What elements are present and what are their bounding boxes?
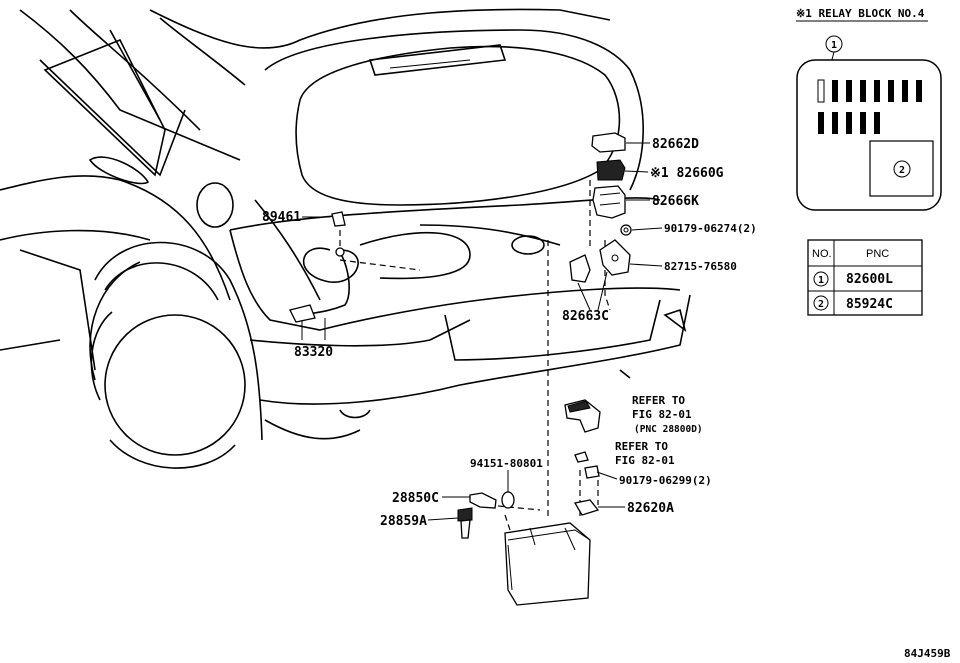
label-refer2-line1: REFER TO <box>615 440 668 453</box>
relay-block-82666k-shape <box>592 185 626 219</box>
bracket-82663c-shape <box>569 254 591 283</box>
pnc-header-no: NO. <box>812 248 832 260</box>
label-82666k: 82666K <box>652 194 699 209</box>
connector-82662d-shape <box>591 132 626 153</box>
label-82660g: ※1 82660G <box>650 166 724 181</box>
relay-slots-row2 <box>818 112 880 134</box>
leader-dashes <box>339 180 611 531</box>
bracket-82620a-shape <box>573 499 600 516</box>
leader-lines <box>301 142 663 521</box>
figure-id: 84J459B <box>904 647 951 660</box>
label-refer2-line2: FIG 82-01 <box>615 454 675 467</box>
label-83320: 83320 <box>294 345 333 360</box>
label-90179-06299: 90179-06299(2) <box>619 474 712 487</box>
pnc-row2-no: 2 <box>818 299 824 310</box>
label-82620a: 82620A <box>627 501 674 516</box>
label-89461: 89461 <box>262 210 301 225</box>
vehicle-body-outline <box>0 8 691 469</box>
relay-block-inset: ※1 RELAY BLOCK NO.4 1 2 <box>796 7 942 211</box>
pnc-row1-pnc: 82600L <box>846 272 893 287</box>
part-shapes <box>289 132 632 606</box>
pnc-row1-no: 1 <box>818 275 824 286</box>
label-28859a: 28859A <box>380 514 427 529</box>
fuse-28859a-shape <box>457 507 473 522</box>
sensor-89461-shape <box>331 211 346 227</box>
sender-83320-shape <box>289 304 316 323</box>
callout-2-circle <box>893 160 911 178</box>
pnc-header-pnc: PNC <box>866 248 889 260</box>
label-82662d: 82662D <box>652 137 699 152</box>
callout-2-text: 2 <box>899 165 905 176</box>
clip-28850c-shape <box>469 492 497 509</box>
relay-slot-2-box <box>869 140 934 197</box>
label-90179-06274: 90179-06274(2) <box>664 222 757 235</box>
battery-tray-shape <box>504 522 591 606</box>
pnc-row2-pnc: 85924C <box>846 297 893 312</box>
label-82715-76580: 82715-76580 <box>664 260 737 273</box>
bracket-82715-shape <box>599 239 631 276</box>
label-82663c: 82663C <box>562 309 609 324</box>
label-94151-80801: 94151-80801 <box>470 457 543 470</box>
label-refer1-line2: FIG 82-01 <box>632 408 692 421</box>
relay-slots-row1 <box>832 80 922 102</box>
relay-slot-empty <box>817 79 825 103</box>
label-28850c: 28850C <box>392 491 439 506</box>
relay-block-title: ※1 RELAY BLOCK NO.4 <box>796 7 925 20</box>
relay-82660g-shape <box>596 159 626 181</box>
label-refer1-line1: REFER TO <box>632 394 685 407</box>
pnc-table: NO. PNC 1 82600L 2 85924C <box>807 239 923 316</box>
label-refer1-line3: (PNC 28800D) <box>634 424 703 435</box>
callout-1-text: 1 <box>831 40 837 51</box>
